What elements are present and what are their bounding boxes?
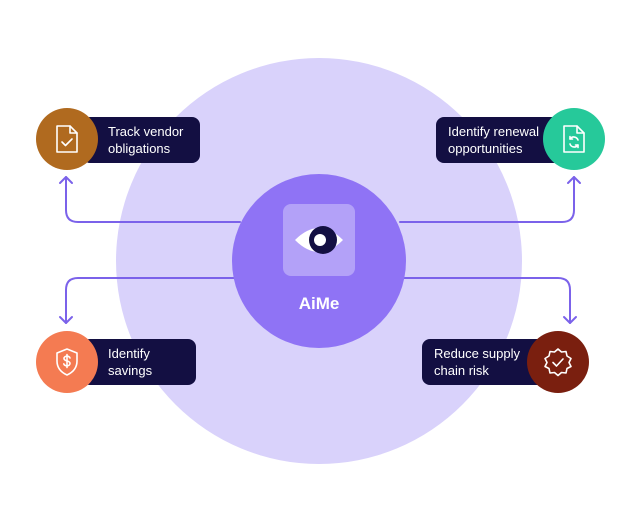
arrow-head-track bbox=[59, 176, 73, 184]
document-check-icon bbox=[56, 125, 78, 153]
node-track-badge bbox=[36, 108, 98, 170]
node-savings-label: Identify savings bbox=[82, 339, 196, 385]
arrow-head-renewal bbox=[567, 176, 581, 184]
document-refresh-icon bbox=[563, 125, 585, 153]
arrow-head-savings bbox=[59, 316, 73, 324]
hub-icon-tile bbox=[283, 204, 355, 276]
node-track-label: Track vendor obligations bbox=[82, 117, 200, 163]
aime-hub: AiMe bbox=[232, 174, 406, 348]
node-renewal-badge bbox=[543, 108, 605, 170]
arrow-to-track bbox=[65, 176, 241, 223]
node-risk-badge bbox=[527, 331, 589, 393]
dollar-shield-icon bbox=[56, 348, 78, 376]
check-badge-icon bbox=[544, 348, 572, 377]
arrow-to-risk bbox=[399, 277, 571, 324]
arrow-head-risk bbox=[563, 316, 577, 324]
eye-icon bbox=[295, 226, 343, 254]
hub-label: AiMe bbox=[298, 294, 340, 313]
arrow-to-renewal bbox=[399, 176, 575, 223]
arrow-to-savings bbox=[65, 277, 241, 324]
node-savings-badge bbox=[36, 331, 98, 393]
